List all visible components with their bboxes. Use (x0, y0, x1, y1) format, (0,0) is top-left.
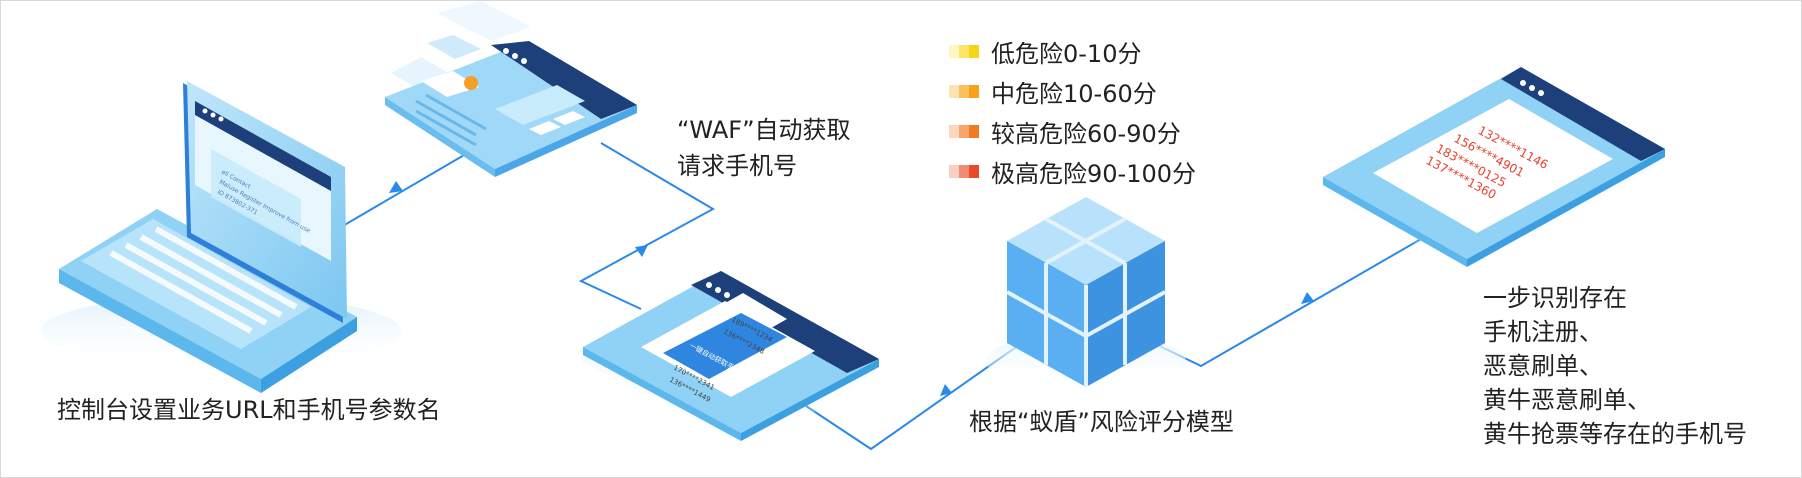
connector-waf-to-list (578, 142, 716, 310)
risk-swatch-low (949, 44, 979, 58)
risk-level-high-text: 较高危险60-90分 (991, 119, 1181, 148)
connector-model-to-result (1140, 238, 1422, 368)
flow-arrowheads (389, 181, 1314, 396)
result-description: 一步识别存在 手机注册、 恶意刷单、 黄牛恶意刷单、 黄牛抢票等存在的手机号 (1483, 281, 1747, 451)
waf-label-line-1: “WAF”自动获取 (677, 116, 851, 144)
result-line-4: 黄牛恶意刷单、 (1483, 386, 1651, 414)
console-setup-label: 控制台设置业务URL和手机号参数名 (57, 396, 441, 424)
waf-window-illustration (385, 1, 637, 177)
arrowhead-3 (940, 384, 952, 396)
risk-level-critical: 极高危险90-100分 (949, 151, 1196, 191)
arrowhead-4 (1301, 292, 1314, 304)
laptop-illustration: ell Contact Maluse Register Improve from… (41, 81, 401, 393)
result-line-3: 恶意刷单、 (1483, 352, 1603, 380)
risk-level-legend: 低危险0-10分 中危险10-60分 较高危险60-90分 极高危险90-100… (949, 31, 1196, 191)
risk-level-low-text: 低危险0-10分 (991, 39, 1142, 68)
risk-swatch-critical (949, 164, 979, 178)
phone-list-window-illustration: 189****1234 136****2348 一键自动获取手机号 170***… (581, 271, 879, 451)
risk-level-medium-text: 中危险10-60分 (991, 79, 1157, 108)
connector-list-to-model (805, 332, 1037, 451)
risk-level-high: 较高危险60-90分 (949, 111, 1196, 151)
flow-connectors (340, 142, 1422, 451)
result-window-illustration: 132****1146 156****4901 183****0125 137*… (1321, 67, 1665, 273)
risk-model-cube-illustration (986, 197, 1186, 389)
risk-model-label: 根据“蚁盾”风险评分模型 (969, 408, 1234, 436)
result-line-2: 手机注册、 (1483, 318, 1603, 346)
risk-level-low: 低危险0-10分 (949, 31, 1196, 71)
connector-laptop-to-waf (340, 150, 472, 228)
risk-swatch-high (949, 124, 979, 138)
risk-swatch-medium (949, 84, 979, 98)
result-line-1: 一步识别存在 (1483, 284, 1627, 312)
arrowhead-2 (635, 245, 648, 257)
risk-level-critical-text: 极高危险90-100分 (991, 159, 1197, 188)
result-line-5: 黄牛抢票等存在的手机号 (1483, 420, 1747, 448)
waf-label-line-2: 请求手机号 (677, 152, 797, 180)
arrowhead-1 (389, 181, 403, 193)
risk-level-medium: 中危险10-60分 (949, 71, 1196, 111)
